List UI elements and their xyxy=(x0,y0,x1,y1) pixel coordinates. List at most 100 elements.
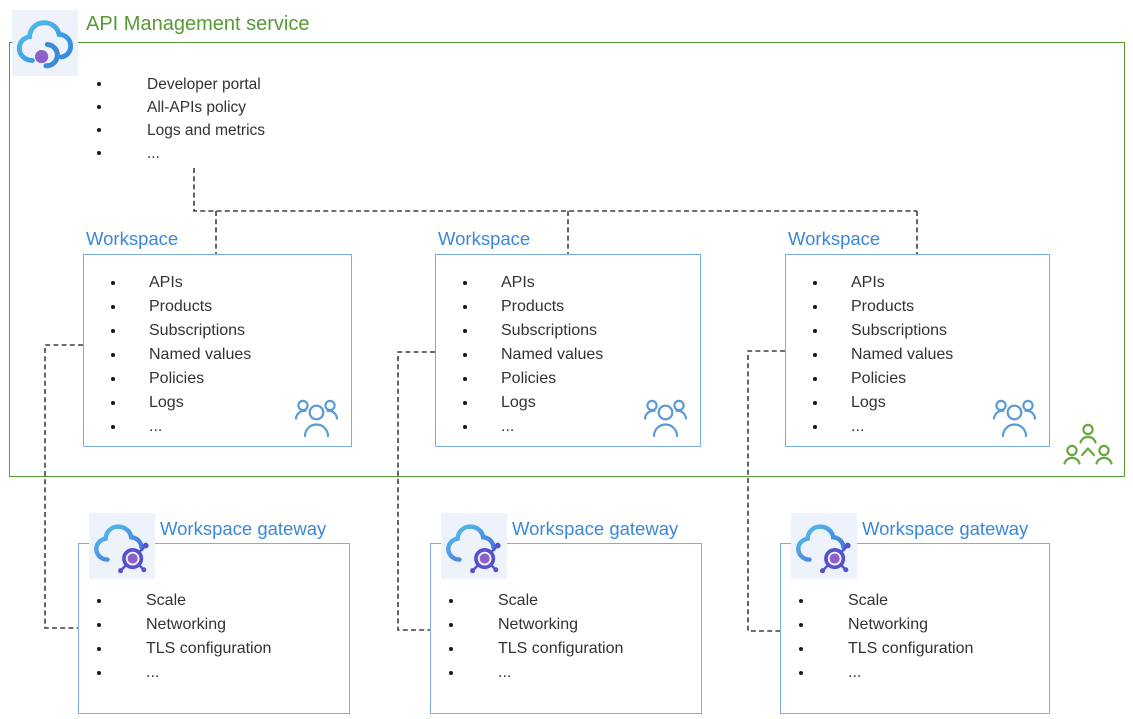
list-item-label: ... xyxy=(147,145,160,162)
list-item: Named values xyxy=(786,343,1049,367)
bullet-dot xyxy=(813,353,817,357)
list-item: Logs and metrics xyxy=(97,119,265,142)
workspace-box-3: Workspace APIs Products Subscriptions Na… xyxy=(785,228,1050,447)
api-management-service-box xyxy=(9,42,1125,477)
gateway-title: Workspace gateway xyxy=(160,518,327,539)
bullet-dot xyxy=(799,647,803,651)
bullet-dot xyxy=(463,281,467,285)
list-item: APIs xyxy=(786,271,1049,295)
list-item: Policies xyxy=(436,367,700,391)
workspace-gateway-cloud-icon xyxy=(89,513,155,579)
list-item: TLS configuration xyxy=(79,637,349,661)
bullet-dot xyxy=(799,671,803,675)
bullet-dot xyxy=(463,329,467,333)
workspace-feature-list: APIs Products Subscriptions Named values… xyxy=(786,271,1049,439)
list-item-label: Networking xyxy=(848,616,929,633)
list-item-label: TLS configuration xyxy=(498,640,624,657)
list-item: Logs xyxy=(786,391,1049,415)
gateway-feature-list: Scale Networking TLS configuration ... xyxy=(781,589,1049,685)
team-people-icon xyxy=(294,399,339,438)
bullet-dot xyxy=(97,623,101,627)
list-item: Networking xyxy=(431,613,701,637)
list-item: ... xyxy=(781,661,1049,685)
bullet-dot xyxy=(463,401,467,405)
workspace-title: Workspace xyxy=(438,228,531,249)
list-item: Products xyxy=(786,295,1049,319)
list-item: Subscriptions xyxy=(436,319,700,343)
list-item: ... xyxy=(431,661,701,685)
workspace-box-1: Workspace APIs Products Subscriptions Na… xyxy=(83,228,352,447)
list-item-label: APIs xyxy=(851,274,885,291)
list-item-label: Policies xyxy=(851,370,907,387)
list-item: Logs xyxy=(436,391,700,415)
list-item: Subscriptions xyxy=(786,319,1049,343)
list-item-label: Networking xyxy=(498,616,579,633)
list-item: TLS configuration xyxy=(431,637,701,661)
list-item-label: Scale xyxy=(848,592,889,609)
bullet-dot xyxy=(813,401,817,405)
workspace-feature-list: APIs Products Subscriptions Named values… xyxy=(84,271,351,439)
bullet-dot xyxy=(813,281,817,285)
team-people-icon xyxy=(643,399,688,438)
workspace-gateway-cloud-icon xyxy=(441,513,507,579)
workspace-gateway-box-1: Workspace gateway Scale Networking TLS c… xyxy=(78,513,350,714)
workspace-title: Workspace xyxy=(788,228,881,249)
bullet-dot xyxy=(799,623,803,627)
list-item-label: Subscriptions xyxy=(501,322,598,339)
list-item-label: Products xyxy=(501,298,565,315)
bullet-dot xyxy=(97,647,101,651)
bullet-dot xyxy=(449,623,453,627)
list-item: All-APIs policy xyxy=(97,96,265,119)
list-item-label: Networking xyxy=(146,616,227,633)
list-item-label: ... xyxy=(848,664,862,681)
list-item-label: TLS configuration xyxy=(146,640,272,657)
list-item-label: Products xyxy=(851,298,915,315)
bullet-dot xyxy=(97,671,101,675)
bullet-dot xyxy=(463,425,467,429)
bullet-dot xyxy=(463,377,467,381)
list-item: ... xyxy=(97,142,265,165)
workspace-gateway-cloud-icon-svg xyxy=(94,524,149,574)
bullet-dot xyxy=(449,671,453,675)
bullet-dot xyxy=(449,599,453,603)
list-item: Policies xyxy=(84,367,351,391)
workspace-box-2: Workspace APIs Products Subscriptions Na… xyxy=(435,228,701,447)
bullet-dot xyxy=(97,599,101,603)
list-item: Policies xyxy=(786,367,1049,391)
list-item: Developer portal xyxy=(97,73,265,96)
list-item: Scale xyxy=(79,589,349,613)
bullet-dot xyxy=(813,305,817,309)
bullet-dot xyxy=(111,377,115,381)
list-item-label: Logs xyxy=(851,394,886,411)
list-item: ... xyxy=(436,415,700,439)
list-item-label: ... xyxy=(498,664,512,681)
list-item-label: ... xyxy=(851,418,865,435)
bullet-dot xyxy=(111,305,115,309)
list-item-label: Developer portal xyxy=(147,76,261,93)
list-item: TLS configuration xyxy=(781,637,1049,661)
service-feature-list: Developer portal All-APIs policy Logs an… xyxy=(97,73,265,165)
gateway-feature-list: Scale Networking TLS configuration ... xyxy=(431,589,701,685)
bullet-dot xyxy=(97,105,101,109)
list-item: ... xyxy=(84,415,351,439)
bullet-dot xyxy=(97,128,101,132)
service-title: API Management service xyxy=(86,13,310,35)
list-item-label: Named values xyxy=(851,346,954,363)
list-item-label: APIs xyxy=(501,274,535,291)
bullet-dot xyxy=(813,329,817,333)
bullet-dot xyxy=(111,353,115,357)
list-item-label: Named values xyxy=(149,346,252,363)
workspace-gateway-cloud-icon xyxy=(791,513,857,579)
api-management-cloud-icon-svg xyxy=(16,20,74,69)
list-item-label: TLS configuration xyxy=(848,640,974,657)
bullet-dot xyxy=(463,353,467,357)
list-item: Networking xyxy=(781,613,1049,637)
list-item-label: Policies xyxy=(149,370,205,387)
list-item: Scale xyxy=(431,589,701,613)
bullet-dot xyxy=(799,599,803,603)
list-item: Networking xyxy=(79,613,349,637)
bullet-dot xyxy=(111,401,115,405)
list-item: Named values xyxy=(84,343,351,367)
list-item-label: Subscriptions xyxy=(851,322,948,339)
